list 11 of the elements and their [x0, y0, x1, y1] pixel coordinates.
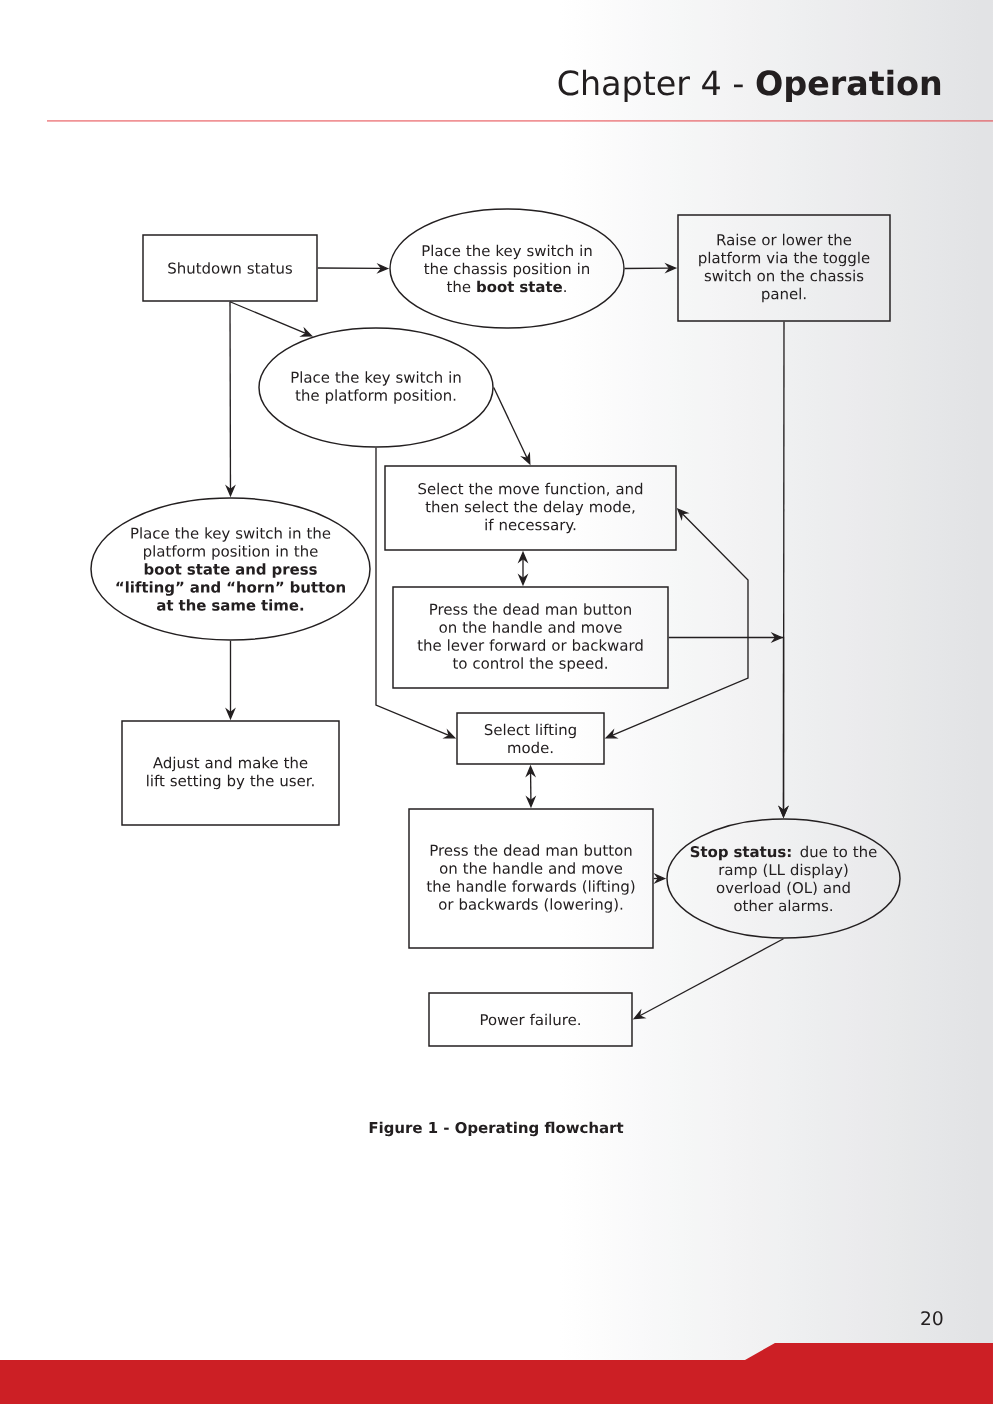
page-number: 20 — [921, 1311, 943, 1326]
figure-caption: Figure 1 - Operating flowchart — [369, 1121, 624, 1137]
process-box: Shutdown status — [142, 234, 318, 302]
process-box: Select lifting mode. — [456, 712, 605, 765]
process-box: Raise or lower the platform via the toggle switch on the chassis panel. — [677, 214, 891, 322]
process-box: Press the dead man button on the handle and move the lever forward or backward to control the speed. — [392, 586, 669, 689]
process-box: Press the dead man button on the handle and move the handle forwards (lifting) or backwards (lowering). — [408, 808, 654, 949]
process-box: Adjust and make the lift setting by the user. — [121, 720, 340, 826]
page-title: Chapter 4 - Operation — [558, 69, 941, 102]
process-box: Power failure. — [428, 992, 633, 1047]
process-box: Select the move function, and then select the delay mode, if necessary. — [384, 465, 677, 551]
